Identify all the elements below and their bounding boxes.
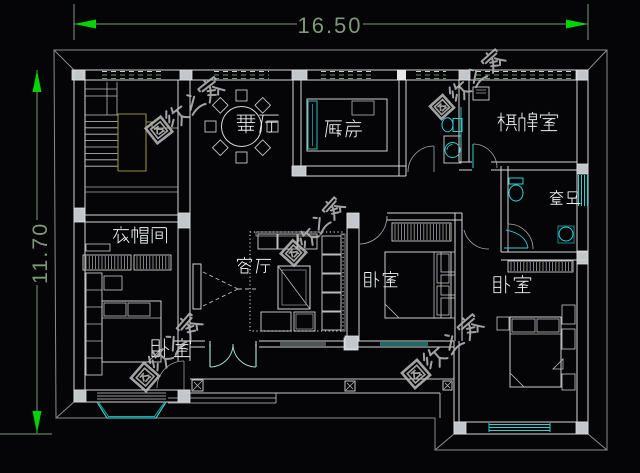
svg-text:16.50: 16.50 — [297, 13, 362, 38]
svg-text:11.70: 11.70 — [28, 222, 52, 284]
